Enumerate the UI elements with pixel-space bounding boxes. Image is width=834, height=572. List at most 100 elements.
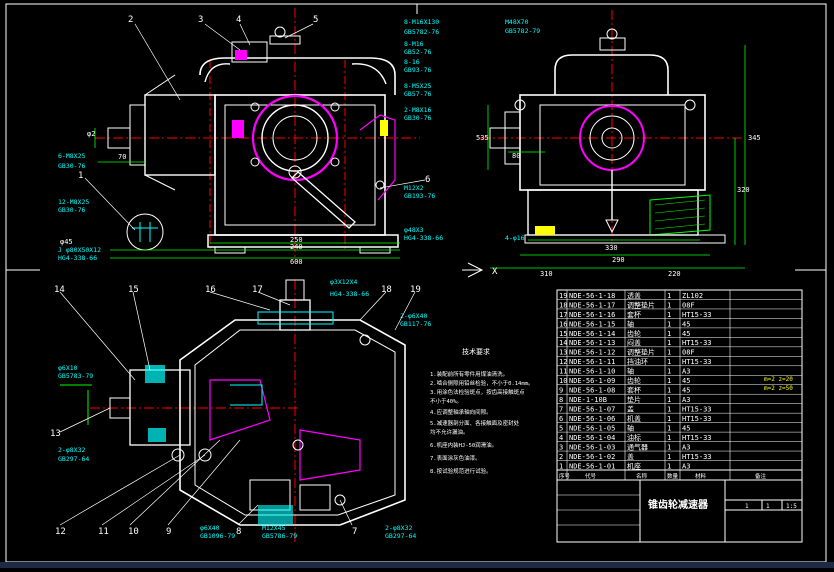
svg-text:GB30-76: GB30-76 bbox=[58, 162, 85, 170]
callout-9: 9 bbox=[166, 527, 171, 537]
parts-cell-name: 通气器 bbox=[627, 442, 648, 451]
parts-cell-mat: 45 bbox=[682, 320, 690, 328]
dim-290: 290 bbox=[612, 256, 625, 264]
parts-cell-qty: 1 bbox=[667, 330, 671, 338]
parts-cell-code: NDE-56-1-08 bbox=[569, 387, 615, 395]
callout-6: 6 bbox=[425, 175, 430, 185]
parts-cell-qty: 1 bbox=[667, 453, 671, 461]
svg-text:HG4-338-66: HG4-338-66 bbox=[330, 290, 369, 298]
svg-text:φ48X3: φ48X3 bbox=[404, 226, 424, 234]
parts-cell-code: NDE-56-1-09 bbox=[569, 377, 615, 385]
parts-cell-code: NDE-56-1-02 bbox=[569, 453, 615, 461]
callout-18: 18 bbox=[381, 285, 392, 295]
svg-text:7.表面涂灰色油漆。: 7.表面涂灰色油漆。 bbox=[430, 454, 481, 462]
callout-3: 3 bbox=[198, 15, 203, 25]
parts-cell-no: 7 bbox=[559, 406, 563, 414]
svg-text:GB93-76: GB93-76 bbox=[404, 66, 431, 74]
callout-17: 17 bbox=[252, 285, 263, 295]
parts-cell-code: NDE-56-1-03 bbox=[569, 443, 615, 451]
parts-cell-name: 挡油环 bbox=[627, 357, 648, 366]
svg-text:6-M8X25: 6-M8X25 bbox=[58, 152, 85, 160]
svg-text:GB5782-79: GB5782-79 bbox=[505, 27, 540, 35]
svg-text:GB57-76: GB57-76 bbox=[404, 90, 431, 98]
svg-text:不小于40%。: 不小于40%。 bbox=[430, 397, 462, 405]
svg-text:GB297-64: GB297-64 bbox=[385, 532, 416, 540]
parts-cell-no: 10 bbox=[559, 377, 567, 385]
front-view bbox=[94, 8, 420, 262]
drawing-title: 锥齿轮减速器 bbox=[648, 498, 709, 511]
callout-19: 19 bbox=[410, 285, 421, 295]
dim-220: 220 bbox=[668, 270, 681, 278]
dim-330: 330 bbox=[605, 244, 618, 252]
svg-text:M12X45: M12X45 bbox=[262, 524, 286, 532]
parts-cell-name: 齿轮 bbox=[627, 329, 641, 338]
svg-text:数量: 数量 bbox=[667, 472, 679, 480]
parts-cell-qty: 1 bbox=[667, 377, 671, 385]
svg-text:GB193-76: GB193-76 bbox=[404, 192, 435, 200]
callout-13: 13 bbox=[50, 429, 61, 439]
parts-cell-mat: A3 bbox=[682, 443, 690, 451]
parts-cell-code: NDE-56-1-14 bbox=[569, 330, 615, 338]
svg-text:8-M5X25: 8-M5X25 bbox=[404, 82, 431, 90]
parts-cell-no: 3 bbox=[559, 443, 563, 451]
svg-text:2-φ6X40: 2-φ6X40 bbox=[400, 312, 427, 320]
front-view-dimensions: φ2 70 250 240 600 φ45 bbox=[60, 130, 303, 266]
drawing-sheets: 1 bbox=[745, 503, 749, 510]
svg-text:GB30-76: GB30-76 bbox=[404, 114, 431, 122]
parts-cell-code: NDE-56-1-04 bbox=[569, 434, 615, 442]
callout-numbers: 1 2 3 4 5 6 7 8 9 10 11 12 13 14 15 16 1… bbox=[50, 15, 430, 537]
parts-cell-mat: A3 bbox=[682, 462, 690, 470]
parts-cell-name: 套杯 bbox=[627, 310, 641, 319]
parts-cell-no: 16 bbox=[559, 320, 567, 328]
svg-text:GB30-76: GB30-76 bbox=[58, 206, 85, 214]
parts-cell-name: 垫片 bbox=[627, 395, 641, 404]
dim-600: 600 bbox=[290, 258, 303, 266]
parts-cell-no: 14 bbox=[559, 339, 567, 347]
parts-cell-mat: HT15-33 bbox=[682, 453, 712, 461]
svg-text:4-φ16: 4-φ16 bbox=[505, 234, 525, 242]
svg-text:HG4-338-66: HG4-338-66 bbox=[404, 234, 443, 242]
parts-cell-code: NDE-56-1-16 bbox=[569, 311, 615, 319]
parts-cell-no: 15 bbox=[559, 330, 567, 338]
callout-2: 2 bbox=[128, 15, 133, 25]
parts-cell-no: 19 bbox=[559, 292, 567, 300]
parts-cell-code: NDE-56-1-07 bbox=[569, 406, 615, 414]
dim-70: 70 bbox=[118, 153, 126, 161]
parts-cell-mat: 08F bbox=[682, 301, 695, 309]
dim-80: 80 bbox=[512, 152, 520, 160]
dim-535: 535 bbox=[476, 134, 489, 142]
title-block: 锥齿轮减速器 1:5 1 1 bbox=[556, 479, 803, 543]
svg-text:2.啮合侧隙用铅丝检验，不小于0.14mm。: 2.啮合侧隙用铅丝检验，不小于0.14mm。 bbox=[430, 379, 534, 387]
parts-cell-no: 11 bbox=[559, 368, 567, 376]
drawing-scale: 1:5 bbox=[786, 503, 797, 510]
svg-text:GB5782-76: GB5782-76 bbox=[404, 28, 439, 36]
dim-phi45: φ45 bbox=[60, 238, 73, 246]
tech-title: 技术要求 bbox=[462, 347, 490, 356]
callout-1: 1 bbox=[78, 171, 83, 181]
svg-text:1.装配前所有零件用煤油清洗。: 1.装配前所有零件用煤油清洗。 bbox=[430, 370, 508, 378]
svg-text:GB52-76: GB52-76 bbox=[404, 48, 431, 56]
svg-text:M48X70: M48X70 bbox=[505, 18, 529, 26]
taskbar-strip bbox=[0, 562, 834, 568]
plan-view bbox=[60, 279, 406, 545]
parts-cell-code: NDE-56-1-06 bbox=[569, 415, 615, 423]
parts-cell-code: NDE-56-1-17 bbox=[569, 301, 615, 309]
parts-cell-mat: 45 bbox=[682, 377, 690, 385]
parts-cell-no: 18 bbox=[559, 301, 567, 309]
dim-240: 240 bbox=[290, 243, 303, 251]
svg-text:4.应调整轴承轴向间隙。: 4.应调整轴承轴向间隙。 bbox=[430, 408, 492, 416]
parts-cell-mat: 45 bbox=[682, 387, 690, 395]
parts-cell-no: 4 bbox=[559, 434, 563, 442]
parts-cell-code: NDE-56-1-11 bbox=[569, 358, 615, 366]
remark-2: m=2 z=50 bbox=[764, 385, 793, 392]
parts-cell-no: 9 bbox=[559, 387, 563, 395]
plan-view-fit-labels: φ3X12X4 HG4-338-66 2-φ6X40 GB117-76 φ6X1… bbox=[58, 278, 431, 540]
parts-cell-qty: 1 bbox=[667, 358, 671, 366]
svg-text:GB117-76: GB117-76 bbox=[400, 320, 431, 328]
callout-15: 15 bbox=[128, 285, 139, 295]
svg-text:GB5783-79: GB5783-79 bbox=[58, 372, 93, 380]
parts-cell-qty: 1 bbox=[667, 434, 671, 442]
